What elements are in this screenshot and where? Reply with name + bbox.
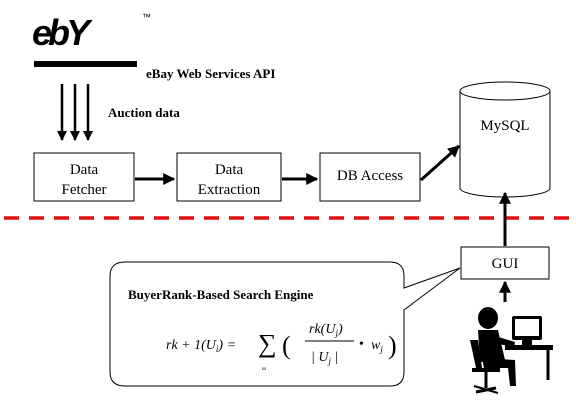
formula-open-paren: ( — [282, 331, 291, 360]
user-at-computer-icon — [470, 307, 553, 394]
data-extraction-box: Data Extraction — [176, 152, 282, 202]
db-access-label: DB Access — [337, 168, 403, 184]
formula-lhs: rk + 1(Ui) = — [166, 338, 236, 354]
gui-box: GUI — [460, 246, 550, 280]
formula-close-paren: ) — [388, 331, 397, 360]
arrow-db-access-to-mysql — [419, 144, 461, 182]
buyerrank-formula: rk + 1(Ui) = ∑ ω ( rk(Uj) | Uj | • wj ) — [166, 322, 397, 372]
ebay-logo-text: ebY — [32, 12, 93, 53]
ebay-logo: ebY ™ — [32, 12, 151, 53]
ebay-logo-trademark: ™ — [142, 12, 151, 22]
formula-dot: • — [359, 337, 364, 352]
mysql-database-cylinder: MySQL — [459, 81, 551, 198]
formula-sum-subscript: ω — [262, 366, 266, 372]
data-fetcher-label-line1: Data — [70, 162, 99, 178]
search-engine-speech-bubble — [109, 261, 461, 387]
formula-denominator: | Uj | — [311, 350, 338, 366]
auction-data-label: Auction data — [108, 105, 180, 120]
mysql-label: MySQL — [480, 118, 529, 134]
data-extraction-label-line1: Data — [215, 162, 244, 178]
data-fetcher-box: Data Fetcher — [33, 152, 135, 202]
ebay-web-services-api-label: eBay Web Services API — [146, 66, 275, 81]
data-fetcher-label-line2: Fetcher — [62, 182, 107, 198]
gui-label: GUI — [492, 256, 519, 272]
search-engine-title: BuyerRank-Based Search Engine — [128, 287, 314, 302]
formula-weight: wj — [371, 338, 383, 354]
auction-data-arrows — [57, 84, 93, 141]
formula-numerator: rk(Uj) — [309, 322, 343, 338]
logo-underline-bar — [34, 61, 137, 67]
db-access-box: DB Access — [319, 152, 421, 202]
data-extraction-label-line2: Extraction — [198, 182, 261, 198]
formula-sum-symbol: ∑ — [258, 329, 277, 358]
